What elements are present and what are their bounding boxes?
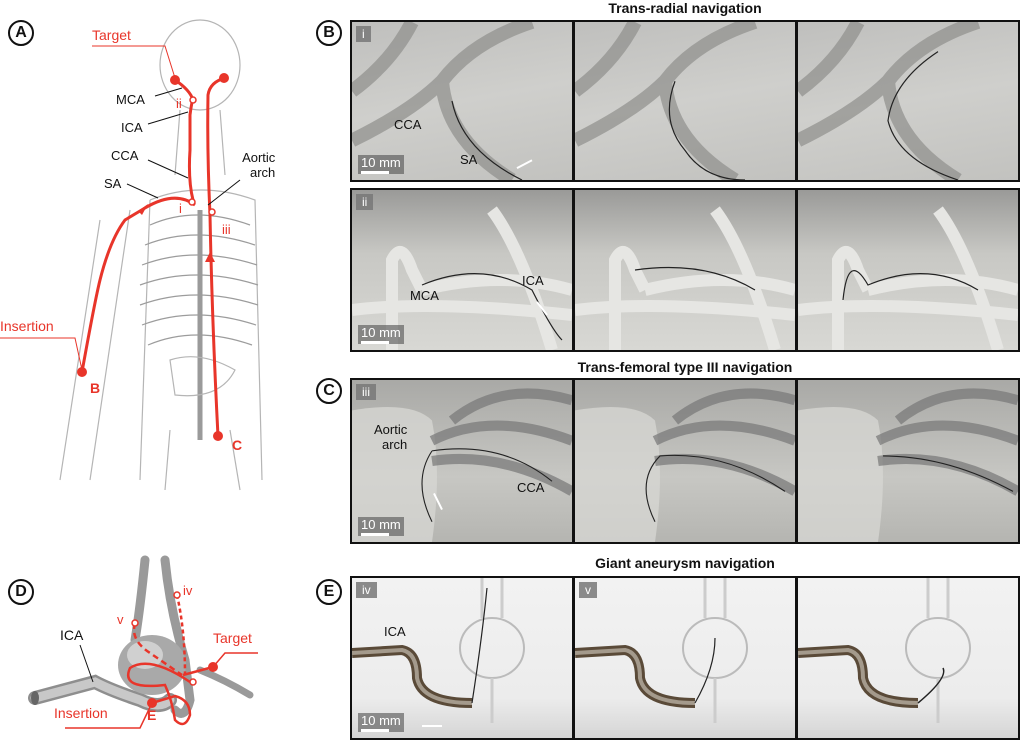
photo-frame: i CCA SA 10 mm xyxy=(352,22,572,180)
frame-tag: iv xyxy=(356,582,377,598)
d-ica-label: ICA xyxy=(60,627,84,643)
cca-label: CCA xyxy=(111,148,139,163)
target-point-left xyxy=(170,75,180,85)
marker xyxy=(189,678,197,686)
d-insertion-label: Insertion xyxy=(54,705,108,721)
ica-label: ICA xyxy=(522,273,544,288)
scale-bar: 10 mm xyxy=(358,325,404,344)
sa-label: SA xyxy=(460,152,478,167)
target-label: Target xyxy=(92,27,131,43)
skeleton-outline xyxy=(59,19,263,491)
marker-ii-label: ii xyxy=(176,96,182,111)
photo-frame: v xyxy=(575,578,795,738)
photo-row-b-ii: ii MCA ICA 10 mm xyxy=(350,188,1020,352)
panel-label-c: C xyxy=(316,378,342,404)
d-point-e-label: E xyxy=(147,707,157,723)
cca-label: CCA xyxy=(517,480,545,495)
catheter-paths xyxy=(80,76,226,437)
photo-frame xyxy=(798,380,1018,542)
scale-bar: 10 mm xyxy=(358,517,404,536)
photo-frame xyxy=(575,380,795,542)
mca-label: MCA xyxy=(410,288,439,303)
photo-frame xyxy=(575,22,795,180)
panel-label-b: B xyxy=(316,20,342,46)
scale-bar: 10 mm xyxy=(358,713,404,732)
title-aneurysm: Giant aneurysm navigation xyxy=(595,555,775,571)
arrow-icon xyxy=(205,252,215,262)
frame-tag: i xyxy=(356,26,371,42)
marker-i xyxy=(188,198,196,206)
target-point-right xyxy=(219,73,229,83)
marker-iii xyxy=(208,208,216,216)
photo-frame xyxy=(798,22,1018,180)
photo-row-b-i: i CCA SA 10 mm xyxy=(350,20,1020,182)
leader-lines xyxy=(126,87,241,206)
arrow-icon xyxy=(138,204,148,215)
scale-bar: 10 mm xyxy=(358,155,404,174)
target-point xyxy=(208,662,218,672)
ica-label: ICA xyxy=(121,120,143,135)
arch-text: arch xyxy=(382,437,408,452)
insertion-label: Insertion xyxy=(0,318,54,334)
marker-i-label: i xyxy=(179,201,182,216)
d-v-label: v xyxy=(117,612,124,627)
photo-row-e: iv ICA 10 mm v xyxy=(350,576,1020,740)
marker-ii xyxy=(189,96,197,104)
insertion-point-b xyxy=(77,367,87,377)
sa-label: SA xyxy=(104,176,122,191)
insertion-point-c xyxy=(213,431,223,441)
marker-v xyxy=(131,619,139,627)
title-trans-radial: Trans-radial navigation xyxy=(608,0,762,16)
point-c-label: C xyxy=(232,437,243,453)
photo-frame xyxy=(798,578,1018,738)
marker-iv xyxy=(173,591,181,599)
arch-text: arch xyxy=(250,165,276,180)
mca-label: MCA xyxy=(116,92,145,107)
photo-frame: iv ICA 10 mm xyxy=(352,578,572,738)
frame-tag: iii xyxy=(356,384,376,400)
photo-frame xyxy=(798,190,1018,350)
aneurysm-diagram xyxy=(28,555,258,729)
marker-iii-label: iii xyxy=(222,222,231,237)
cca-label: CCA xyxy=(394,117,422,132)
point-b-label: B xyxy=(90,380,101,396)
frame-tag: v xyxy=(579,582,597,598)
frame-tag: ii xyxy=(356,194,374,210)
anatomy-diagram xyxy=(0,19,263,491)
photo-frame xyxy=(575,190,795,350)
ica-label: ICA xyxy=(384,624,406,639)
aortic-text: Aortic xyxy=(242,150,276,165)
panel-label-e: E xyxy=(316,579,342,605)
insertion-point-e xyxy=(147,698,157,708)
title-trans-femoral: Trans-femoral type III navigation xyxy=(577,359,793,375)
aortic-text: Aortic xyxy=(374,422,408,437)
panel-label-d: D xyxy=(8,579,34,605)
d-target-label: Target xyxy=(213,630,252,646)
d-iv-label: iv xyxy=(183,583,193,598)
photo-frame: ii MCA ICA 10 mm xyxy=(352,190,572,350)
panel-label-a: A xyxy=(8,20,34,46)
